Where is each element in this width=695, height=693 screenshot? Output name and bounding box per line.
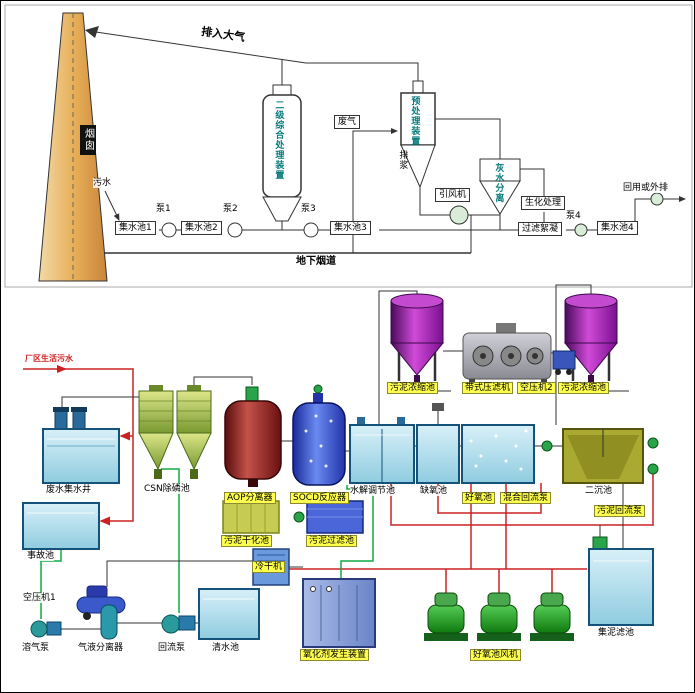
chimney-label: 烟囱 (80, 125, 96, 155)
sludge-return-pump-symbol-2 (647, 463, 659, 475)
secondary-clarifier-label: 二沉池 (585, 486, 613, 497)
pump2-label: 泵2 (223, 204, 238, 215)
sludge-drying-label: 污泥干化池 (221, 535, 273, 548)
accident-pool-tank (22, 502, 100, 550)
bio-treat-box: 生化处理 (521, 196, 566, 211)
secondary-treatment-vessel (262, 84, 302, 222)
pretreatment-cyclone (400, 80, 436, 189)
thickener-right-label: 污泥浓缩池 (558, 382, 610, 395)
blower-1 (424, 592, 468, 641)
sludge-collect-filter-tank (588, 536, 654, 626)
thickener-left-label: 污泥浓缩池 (387, 382, 439, 395)
bottom-panel (22, 284, 659, 648)
reuse-label: 回用或外排 (623, 183, 669, 194)
accident-pool-label: 事故池 (27, 551, 55, 562)
pump5-symbol (650, 192, 664, 206)
socd-reactor-label: SOCD反应器 (290, 492, 350, 505)
blower-3 (530, 592, 574, 641)
underground-flue-label: 地下烟道 (296, 256, 336, 268)
belt-filter-press (462, 323, 552, 387)
sump2-box: 集水池2 (181, 221, 222, 236)
aop-separator-label: AOP分离器 (224, 492, 276, 505)
anoxic-pool (416, 403, 460, 484)
top-pipes (85, 26, 686, 254)
sump3-box: 集水池3 (330, 221, 371, 236)
fan-label: 引风机 (435, 188, 471, 203)
sludge-thickener-right (563, 293, 619, 385)
return-pump-unit (161, 614, 196, 634)
pump1-symbol (161, 222, 177, 238)
air-compressor1-label: 空压机1 (23, 593, 56, 604)
pump2-symbol (227, 222, 243, 238)
hydrolysis-pool (349, 417, 415, 484)
aerobic-fan-label: 好氧池风机 (470, 649, 522, 662)
blower-2 (477, 592, 521, 641)
gas-liquid-separator-unit (100, 604, 118, 640)
dissolved-air-pump-unit (30, 620, 62, 638)
waste-water-well (42, 407, 120, 484)
sludge-thickener-left (389, 293, 445, 385)
pump1-label: 泵1 (156, 204, 171, 215)
ash-water-sep-label: 灰水分离 (493, 163, 504, 203)
air-compressor2-unit (552, 350, 576, 375)
pipes-red (23, 365, 654, 593)
oxidizer-generator-label: 氧化剂发生装置 (300, 649, 370, 662)
influent-label: 厂区生活污水 (25, 354, 73, 363)
air-compressor2-label: 空压机2 (517, 382, 556, 395)
aop-separator-tank (224, 386, 282, 487)
belt-press-label: 带式压滤机 (462, 382, 514, 395)
top-panel (4, 4, 693, 288)
pump3-label: 泵3 (301, 204, 316, 215)
csn-hoppers (138, 385, 212, 479)
pump4-label: 泵4 (566, 211, 581, 222)
collect-well-label: 废水集水井 (46, 485, 92, 496)
sludge-drying-tank (222, 500, 280, 534)
mix-return-pump-symbol (541, 440, 553, 452)
anoxic-tank-label: 缺氧池 (420, 486, 448, 497)
waste-gas-label: 废气 (334, 115, 361, 130)
sludge-filter-label: 污泥过滤池 (306, 535, 358, 548)
gas-liquid-separator-label: 气液分离器 (78, 643, 124, 654)
sewage-label: 污水 (93, 178, 112, 189)
return-pump-label: 回流泵 (158, 643, 186, 654)
mix-return-pump-label: 混合回流泵 (500, 492, 552, 505)
dissolved-air-pump-label: 溶气泵 (22, 643, 50, 654)
sludge-filter-tank (293, 500, 364, 534)
sump4-box: 集水池4 (597, 221, 638, 236)
pump3-symbol (303, 222, 319, 238)
clear-water-pool-label: 清水池 (212, 643, 240, 654)
secondary-unit-label: 二级综合处理装置 (273, 100, 284, 180)
clear-water-pool-tank (198, 588, 260, 640)
ash-water-separator (479, 158, 521, 215)
pump4-symbol (574, 223, 588, 237)
sludge-return-pump-label: 污泥回流泵 (594, 505, 646, 518)
aerobic-pool (461, 424, 535, 484)
aerobic-tank-label: 好氧池 (462, 492, 496, 505)
chimney (38, 12, 108, 282)
oxidizer-generator-cabinet (302, 578, 376, 648)
sludge-collect-filter-label: 集泥滤池 (598, 628, 635, 639)
socd-reactor-tank (292, 384, 346, 486)
slurry-label: 排浆 (397, 150, 408, 170)
secondary-clarifier-pool (562, 428, 644, 484)
csn-tank-label: CSN除磷池 (144, 484, 190, 495)
sump1-box: 集水池1 (115, 221, 156, 236)
pretreat-unit-label: 预处理装置 (409, 96, 420, 146)
cold-dryer-label: 冷干机 (252, 561, 286, 574)
induced-draft-fan-symbol (449, 205, 469, 225)
hydrolysis-tank-label: 水解调节池 (350, 486, 396, 497)
sludge-return-pump-symbol-1 (647, 437, 659, 449)
filter-floc-box: 过滤絮凝 (518, 222, 563, 237)
